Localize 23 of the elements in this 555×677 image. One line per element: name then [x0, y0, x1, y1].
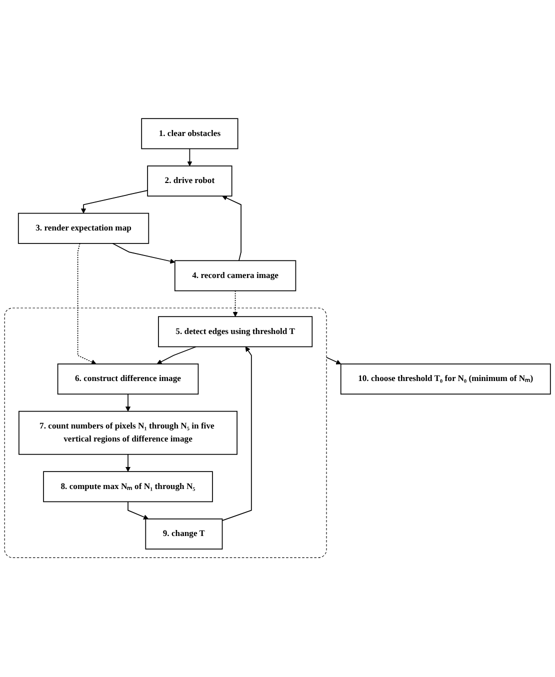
- arrow: [81, 190, 148, 214]
- node-box: 8. compute max Nₘ of N₁ through N₅: [43, 472, 213, 502]
- arrow: [112, 243, 176, 264]
- node-box: 2. drive robot: [147, 166, 232, 197]
- node-box: 7. count numbers of pixels N₁ through N₅ in five vertical regions of difference image: [18, 411, 238, 456]
- arrow: [187, 148, 192, 167]
- node-box: 4. record camera image: [174, 260, 296, 292]
- arrow: [125, 394, 131, 412]
- node-box: 9. change T: [145, 518, 223, 550]
- arrow: [77, 243, 96, 365]
- cluster: [4, 308, 327, 558]
- arrow: [232, 290, 238, 318]
- arrow: [125, 454, 131, 472]
- node-box: 5. detect edges using threshold T: [158, 316, 313, 348]
- arrow: [222, 196, 242, 262]
- arrow: [326, 357, 342, 365]
- arrow: [222, 346, 252, 522]
- node-box: 3. render expectation map: [18, 213, 150, 244]
- node-box: 10. choose threshold T₀ for N₀ (minimum of Nₘ): [340, 364, 551, 395]
- node-box: 1. clear obstacles: [141, 118, 238, 150]
- node-box: 6. construct difference image: [57, 364, 199, 395]
- arrow: [128, 502, 149, 520]
- arrow: [156, 346, 196, 365]
